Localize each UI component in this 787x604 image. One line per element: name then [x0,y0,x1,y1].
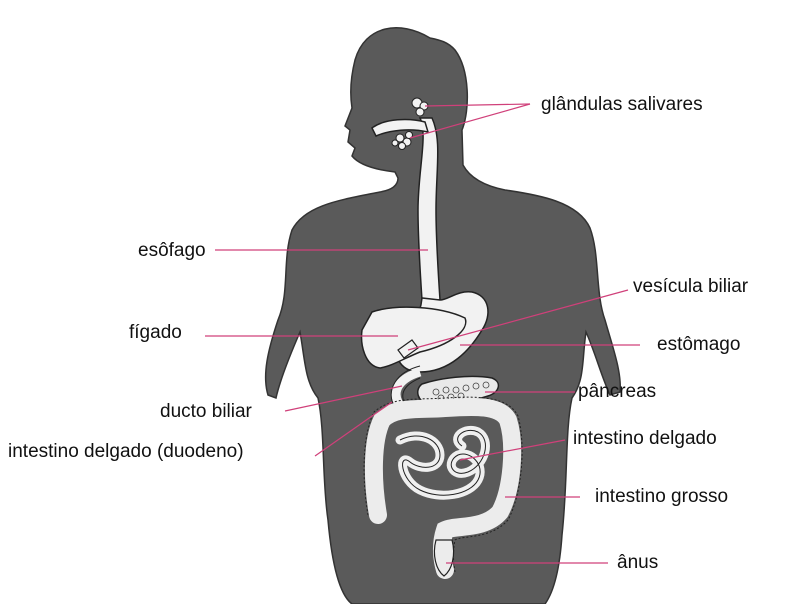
label-salivary-glands: glândulas salivares [541,94,703,116]
label-large-intestine: intestino grosso [595,486,728,508]
label-pancreas: pâncreas [578,381,656,403]
label-esophagus: esôfago [138,240,206,262]
label-liver: fígado [129,322,182,344]
label-duodenum: intestino delgado (duodeno) [8,441,244,463]
label-stomach: estômago [657,334,740,356]
label-small-intestine: intestino delgado [573,428,717,450]
label-anus: ânus [617,552,658,574]
label-bile-duct: ducto biliar [160,401,252,423]
label-gallbladder: vesícula biliar [633,276,748,298]
